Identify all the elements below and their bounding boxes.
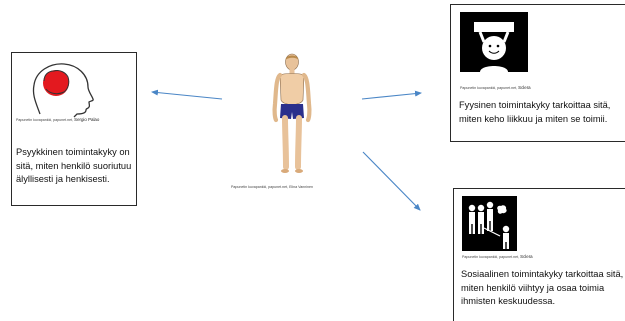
arrow-to-social [363, 152, 420, 210]
social-card: Papunetin kuvapankki, papunet.net, Scler… [453, 188, 625, 321]
lifting-weight-icon [460, 12, 528, 72]
arrow-to-physical [362, 93, 421, 99]
psychological-description: Psyykkinen toimintakyky on sitä, miten h… [16, 146, 134, 187]
physical-card: Papunetin kuvapankki, papunet.net, Scler… [450, 4, 625, 142]
arrow-to-psychological [152, 92, 222, 99]
human-credit: Papunetin kuvapankki, papunet.net, Elina… [231, 185, 313, 189]
physical-credit: Papunetin kuvapankki, papunet.net, Scler… [460, 86, 531, 90]
group-of-people-icon [462, 196, 517, 251]
social-credit: Papunetin kuvapankki, papunet.net, Scler… [462, 255, 533, 259]
head-with-brain-icon [22, 59, 102, 119]
physical-description: Fyysinen toimintakyky tarkoittaa sitä, m… [459, 99, 625, 126]
psychological-card: Papunetin kuvapankki, papunet.net, Sergi… [11, 52, 137, 206]
social-description: Sosiaalinen toimintakyky tarkoittaa sitä… [461, 268, 625, 309]
psychological-credit: Papunetin kuvapankki, papunet.net, Sergi… [16, 118, 99, 122]
human-body-icon [262, 52, 322, 178]
